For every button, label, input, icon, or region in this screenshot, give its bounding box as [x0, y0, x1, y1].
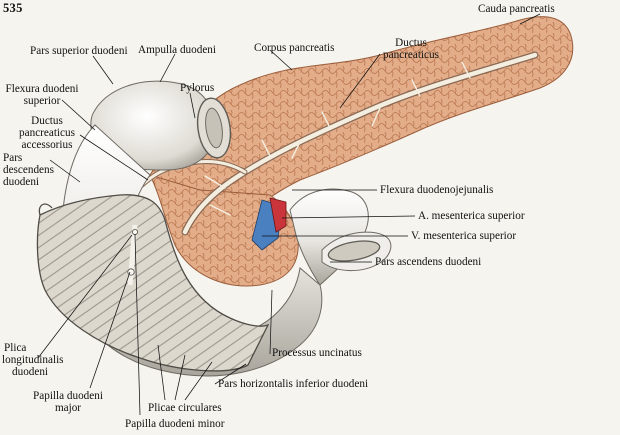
label-pars-ascendens-duodeni: Pars ascendens duodeni: [375, 256, 482, 268]
label-v-mesenterica-superior: V. mesenterica superior: [411, 230, 517, 242]
mesenteric-vessels: [251, 197, 287, 251]
label-plica-longitudinalis-line2: longitudinalis: [2, 354, 64, 366]
label-papilla-duodeni-major: Papilla duodeni major: [18, 390, 118, 414]
label-ductus-pancreaticus-accessorius: Ductus pancreaticus accessorius: [12, 115, 82, 151]
ductus-pancreaticus: [139, 51, 539, 236]
label-corpus-pancreatis: Corpus pancreatis: [254, 42, 335, 54]
label-flexura-duodeni-superior-line1: Flexura duodeni: [5, 83, 79, 95]
label-pars-superior-duodeni: Pars superior duodeni: [30, 45, 128, 57]
label-pars-descendens-line3: duodeni: [3, 176, 40, 188]
label-flexura-duodeni-superior: Flexura duodeni superior: [2, 83, 82, 107]
label-ductus-accessorius-line1: Ductus: [31, 115, 63, 127]
label-plica-longitudinalis-line1: Plica: [4, 342, 27, 354]
label-a-mesenterica-superior: A. mesenterica superior: [418, 210, 525, 222]
label-cauda-pancreatis: Cauda pancreatis: [478, 3, 555, 15]
label-pars-horizontalis-inferior-duodeni: Pars horizontalis inferior duodeni: [218, 378, 369, 390]
label-pars-descendens-line2: descendens: [3, 164, 54, 176]
label-ampulla-duodeni: Ampulla duodeni: [138, 44, 216, 56]
label-papilla-duodeni-major-line2: major: [54, 402, 82, 414]
label-plica-longitudinalis-duodeni: Plica longitudinalis duodeni: [2, 342, 64, 378]
figure-number: 535: [3, 1, 23, 15]
label-processus-uncinatus: Processus uncinatus: [272, 347, 362, 359]
label-ductus-pancreaticus-line1: Ductus: [395, 37, 427, 49]
label-ductus-accessorius-line2: pancreaticus: [19, 127, 75, 139]
label-ductus-pancreaticus-line2: pancreaticus: [383, 49, 439, 61]
label-flexura-duodeni-superior-line2: superior: [23, 95, 61, 107]
label-pars-descendens-line1: Pars: [3, 152, 23, 164]
leader-lines: [37, 13, 541, 416]
opened-duodenum-mucosa: [36, 194, 270, 372]
label-plica-longitudinalis-line3: duodeni: [12, 366, 49, 378]
label-flexura-duodenojejunalis: Flexura duodenojejunalis: [380, 184, 494, 196]
label-pylorus: Pylorus: [180, 82, 215, 94]
label-papilla-duodeni-major-line1: Papilla duodeni: [33, 390, 103, 402]
label-plicae-circulares: Plicae circulares: [148, 402, 222, 414]
label-ductus-pancreaticus: Ductus pancreaticus: [376, 37, 446, 61]
label-ductus-accessorius-line3: accessorius: [21, 139, 73, 151]
label-pars-descendens-duodeni: Pars descendens duodeni: [3, 152, 54, 188]
label-papilla-duodeni-minor: Papilla duodeni minor: [125, 418, 225, 430]
